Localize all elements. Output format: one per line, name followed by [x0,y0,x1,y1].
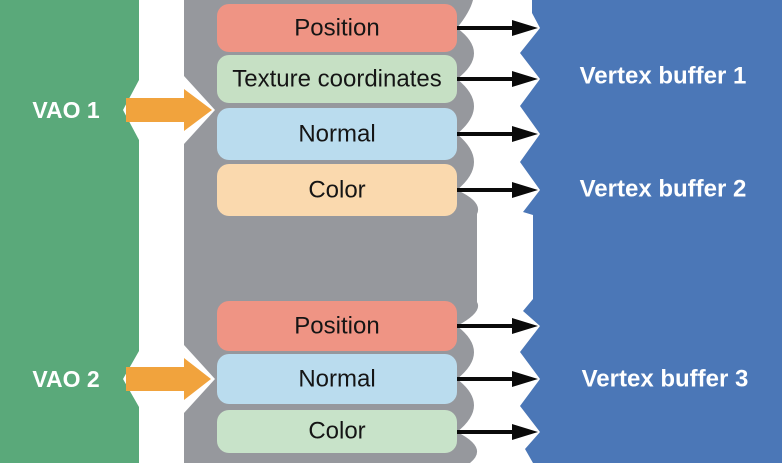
attribute-box-label: Normal [298,366,375,393]
vao1-arrow-icon [126,89,212,131]
attribute-box-label: Position [294,313,379,340]
vao2-arrow-icon [126,358,211,400]
attribute-box-group-vao2: Position Normal Color [217,301,457,453]
arrow-position1-to-buffer-icon [457,20,538,36]
attribute-box-position-2 [217,301,457,351]
arrow-color1-to-buffer-icon [457,182,538,198]
vao2-label: VAO 2 [32,366,99,392]
vertex-buffer-3-label: Vertex buffer 3 [582,366,749,393]
arrow-texcoords-to-buffer-icon [457,71,538,87]
vertex-buffer-1-label: Vertex buffer 1 [580,63,747,90]
vao-panel [0,0,139,463]
attribute-box-label: Normal [298,121,375,148]
attribute-box-texture-coordinates [217,55,457,103]
attribute-box-label: Position [294,15,379,42]
attribute-box-normal-1 [217,108,457,160]
attribute-box-color-1 [217,164,457,216]
vertex-buffer-2-label: Vertex buffer 2 [580,176,747,203]
attribute-box-normal-2 [217,354,457,404]
arrow-color2-to-buffer-icon [457,424,538,440]
arrow-position2-to-buffer-icon [457,318,538,334]
arrow-normal2-to-buffer-icon [457,371,538,387]
arrow-normal1-to-buffer-icon [457,126,538,142]
attribute-box-color-2 [217,410,457,453]
attribute-box-label: Color [308,418,365,445]
vao1-label: VAO 1 [32,97,100,123]
attribute-box-position-1 [217,4,457,52]
attribute-box-group-vao1: Position Texture coordinates Normal Colo… [217,4,457,216]
attribute-box-label: Color [308,177,365,204]
attribute-box-label: Texture coordinates [232,66,441,93]
buffers-panel [520,0,782,463]
